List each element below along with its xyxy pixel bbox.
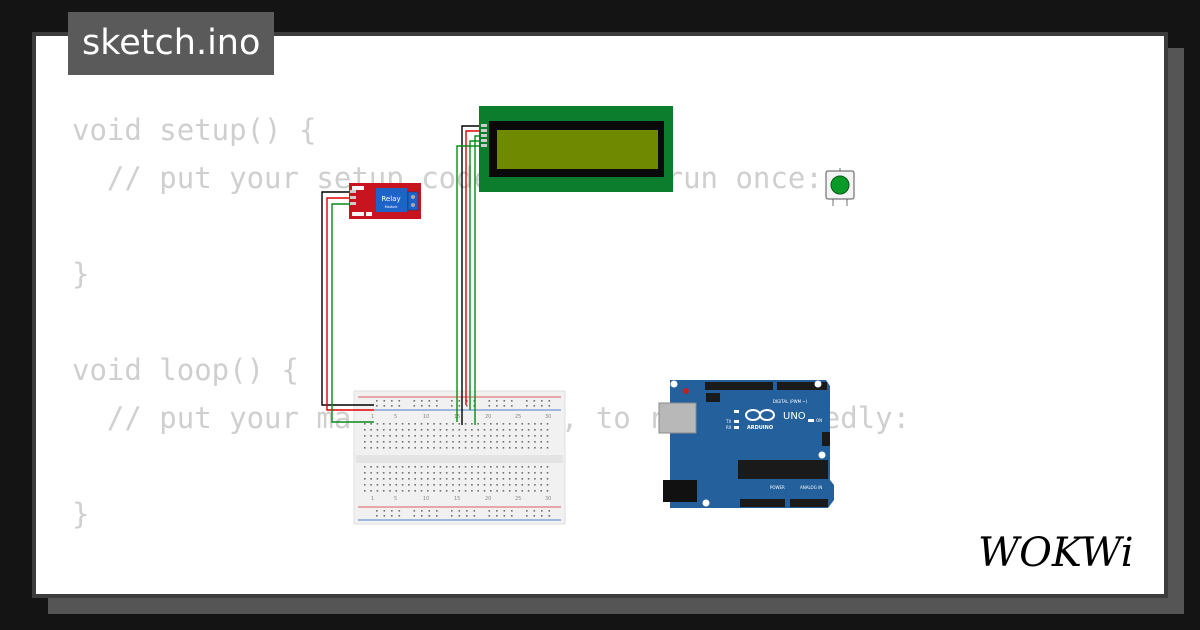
col-label: 1 [371, 496, 374, 502]
wokwi-logo-text: WOKWi [978, 530, 1134, 576]
wire-black [321, 191, 374, 406]
breadboard-column-labels: 1 5 10 15 20 25 30 1 5 10 15 20 25 30 [371, 414, 551, 502]
lcd-pins [481, 124, 487, 147]
relay-sublabel: Module [385, 205, 398, 209]
col-label: 10 [423, 414, 429, 420]
col-label: 20 [485, 414, 491, 420]
col-label: 30 [545, 414, 551, 420]
code-line: } [72, 257, 90, 291]
arduino-on-label: ON [816, 418, 822, 423]
col-label: 25 [515, 414, 521, 420]
arduino-analog-label: ANALOG IN [800, 485, 822, 490]
col-label: 10 [423, 496, 429, 502]
arduino-brand: ARDUINO [747, 425, 773, 431]
col-label: 20 [485, 496, 491, 502]
arduino-uno[interactable]: UNO ARDUINO DIGITAL (PWM ~) POWER ANALOG… [658, 380, 834, 508]
arduino-rx-label: RX [726, 425, 732, 430]
col-label: 1 [371, 414, 374, 420]
arduino-model: UNO [783, 411, 806, 422]
arduino-power-label: POWER [770, 485, 785, 490]
col-label: 25 [515, 496, 521, 502]
code-line: void setup() { [72, 113, 317, 147]
wire-black [461, 125, 484, 425]
col-label: 5 [394, 496, 397, 502]
code-line: void loop() { [72, 353, 299, 387]
wokwi-logo: WOKWi [978, 530, 1134, 576]
lcd-display[interactable] [479, 106, 673, 192]
col-label: 30 [545, 496, 551, 502]
wire-red [326, 197, 374, 411]
col-label: 5 [394, 414, 397, 420]
wires [321, 125, 484, 425]
file-tab[interactable]: sketch.ino [68, 12, 275, 75]
wire-red [465, 130, 484, 405]
arduino-infinity-logo [745, 409, 775, 421]
col-label: 15 [454, 496, 460, 502]
arduino-digital-label: DIGITAL (PWM ~) [773, 399, 808, 404]
breadboard[interactable]: 1 5 10 15 20 25 30 1 5 10 15 20 25 30 [353, 390, 566, 525]
wire-green [331, 203, 374, 423]
breadboard-holes [364, 400, 551, 517]
arduino-tx-label: TX [725, 419, 731, 424]
relay-label: Relay [381, 195, 400, 203]
relay-module[interactable]: Relay Module [349, 183, 421, 219]
push-button[interactable] [825, 168, 855, 206]
code-line: } [72, 497, 90, 531]
